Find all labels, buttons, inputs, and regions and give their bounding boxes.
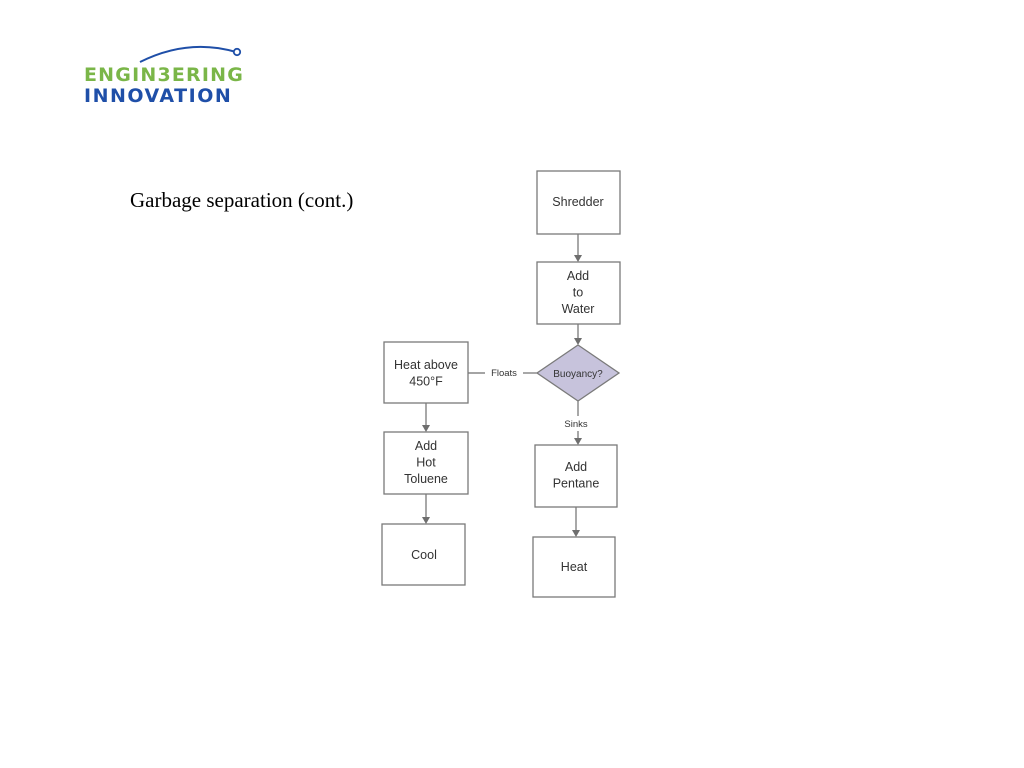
edge-pentane-to-heat-arrowhead <box>572 530 580 537</box>
node-buoyancy-decision <box>535 344 621 402</box>
node-label-line: Pentane <box>553 477 600 491</box>
node-buoyancy-label: Buoyancy? <box>553 369 603 380</box>
node-heat-label: Heat <box>561 560 588 574</box>
edge-shredder-to-water-arrowhead <box>574 255 582 262</box>
node-label-line: Water <box>562 302 595 316</box>
node-add-pentane <box>534 444 618 508</box>
logo-arc <box>139 45 237 63</box>
node-heat-above-label: Heat above 450°F <box>394 358 458 389</box>
logo-line-engineering: ENGIN3ERING <box>84 64 244 86</box>
node-heat-above <box>383 341 469 404</box>
node-label-line: Heat <box>561 560 588 574</box>
edge-water-to-buoyancy-arrowhead <box>574 338 582 345</box>
node-cool <box>381 523 466 586</box>
engineering-innovation-logo: ENGIN3ERING INNOVATION <box>84 45 244 107</box>
logo-line-innovation: INNOVATION <box>84 85 232 107</box>
edge-heat-above-to-toluene-arrowhead <box>422 425 430 432</box>
node-label-line: Shredder <box>552 195 603 209</box>
node-label-line: Add <box>567 269 589 283</box>
node-label-line: to <box>573 286 583 300</box>
edge-toluene-to-cool-arrowhead <box>422 517 430 524</box>
slide-title: Garbage separation (cont.) <box>130 188 354 212</box>
node-cool-label: Cool <box>411 548 437 562</box>
node-label-line: Buoyancy? <box>553 369 603 380</box>
node-label-line: 450°F <box>409 375 443 389</box>
node-label-line: Toluene <box>404 472 448 486</box>
logo-arc-dot <box>232 47 242 57</box>
node-shredder <box>536 170 621 235</box>
node-shredder-label: Shredder <box>552 195 603 209</box>
node-label-line: Add <box>565 460 587 474</box>
node-label-line: Hot <box>416 456 436 470</box>
node-add-hot-toluene <box>383 431 469 495</box>
node-label-line: Heat above <box>394 358 458 372</box>
edge-label-sinks: Sinks <box>564 419 587 430</box>
node-label-line: Cool <box>411 548 437 562</box>
node-label-line: Add <box>415 439 437 453</box>
edge-label-floats: Floats <box>491 368 517 379</box>
edge-buoyancy-sinks-arrowhead <box>574 438 582 445</box>
node-add-to-water <box>536 261 621 325</box>
node-heat <box>532 536 616 598</box>
